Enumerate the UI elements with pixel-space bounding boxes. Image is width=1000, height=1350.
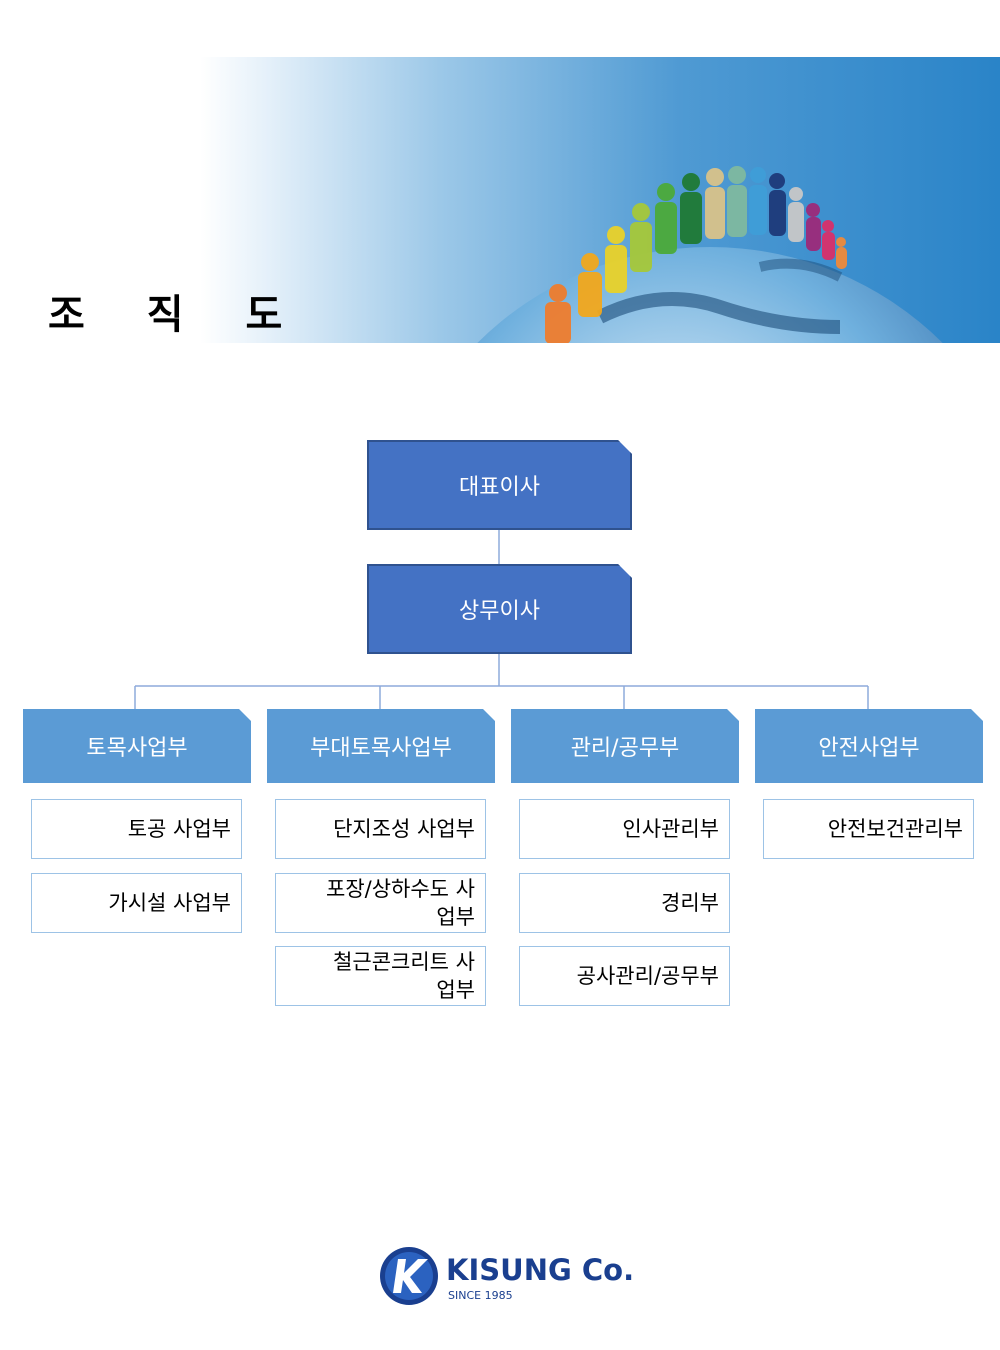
team-box[interactable]: 안전보건관리부 — [763, 799, 974, 859]
department-label: 관리/공무부 — [570, 736, 680, 761]
department-admin-engineering[interactable]: 관리/공무부 — [511, 709, 739, 783]
team-label: 가시설 사업부 — [108, 891, 231, 915]
team-box[interactable]: 포장/상하수도 사업부 — [275, 873, 486, 933]
logo-since: SINCE 1985 — [448, 1289, 513, 1302]
team-label: 경리부 — [661, 891, 719, 915]
team-label: 토공 사업부 — [127, 817, 231, 841]
team-box[interactable]: 공사관리/공무부 — [519, 946, 730, 1006]
department-label: 부대토목사업부 — [310, 736, 452, 761]
team-label: 단지조성 사업부 — [333, 817, 475, 841]
department-safety[interactable]: 안전사업부 — [755, 709, 983, 783]
page-title: 조 직 도 — [48, 292, 307, 338]
globe-people-illustration — [477, 166, 943, 343]
company-logo: KISUNG Co. SINCE 1985 — [378, 1245, 638, 1305]
department-civil[interactable]: 토목사업부 — [23, 709, 251, 783]
ceo-label: 대표이사 — [459, 475, 540, 500]
team-label: 철근콘크리트 사업부 — [333, 950, 475, 1002]
department-label: 안전사업부 — [818, 736, 920, 761]
team-box[interactable]: 토공 사업부 — [31, 799, 242, 859]
team-box[interactable]: 가시설 사업부 — [31, 873, 242, 933]
team-label: 인사관리부 — [622, 817, 719, 841]
team-box[interactable]: 인사관리부 — [519, 799, 730, 859]
team-label: 안전보건관리부 — [827, 817, 963, 841]
kisung-emblem-icon — [380, 1247, 438, 1305]
director-label: 상무이사 — [459, 599, 540, 624]
team-label: 포장/상하수도 사업부 — [326, 877, 475, 929]
department-label: 토목사업부 — [86, 736, 188, 761]
ceo-box[interactable]: 대표이사 — [367, 440, 632, 530]
header-banner — [200, 57, 1000, 343]
logo-name: KISUNG Co. — [446, 1253, 635, 1287]
team-box[interactable]: 단지조성 사업부 — [275, 799, 486, 859]
director-box[interactable]: 상무이사 — [367, 564, 632, 654]
team-label: 공사관리/공무부 — [576, 964, 719, 988]
department-auxiliary-civil[interactable]: 부대토목사업부 — [267, 709, 495, 783]
team-box[interactable]: 경리부 — [519, 873, 730, 933]
team-box[interactable]: 철근콘크리트 사업부 — [275, 946, 486, 1006]
